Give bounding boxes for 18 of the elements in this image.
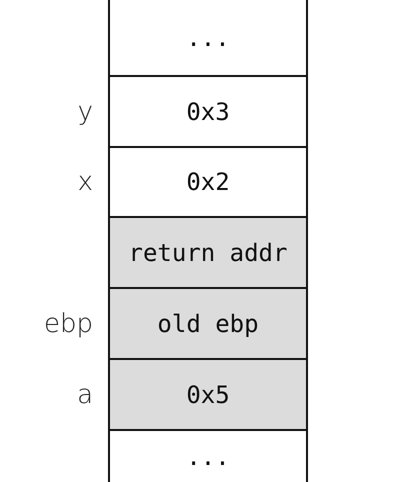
stack-slot bbox=[108, 0, 308, 77]
variable-label: x bbox=[78, 167, 93, 197]
slot-value: return addr bbox=[128, 238, 288, 266]
stack-slot bbox=[108, 289, 308, 360]
slot-value: 0x5 bbox=[186, 380, 230, 408]
stack-slot bbox=[108, 360, 308, 431]
slot-value: ... bbox=[186, 442, 230, 470]
slot-value: old ebp bbox=[157, 310, 259, 338]
stack-slot bbox=[108, 431, 308, 482]
stack-slot bbox=[108, 77, 308, 148]
stack-slot bbox=[108, 148, 308, 218]
variable-label: y bbox=[78, 96, 93, 126]
slot-value: 0x3 bbox=[186, 98, 230, 126]
slot-value: 0x2 bbox=[186, 168, 230, 196]
slot-value: ... bbox=[186, 24, 230, 52]
stack-slot bbox=[108, 218, 308, 289]
variable-label: a bbox=[77, 380, 93, 410]
variable-label: ebp bbox=[44, 308, 93, 338]
